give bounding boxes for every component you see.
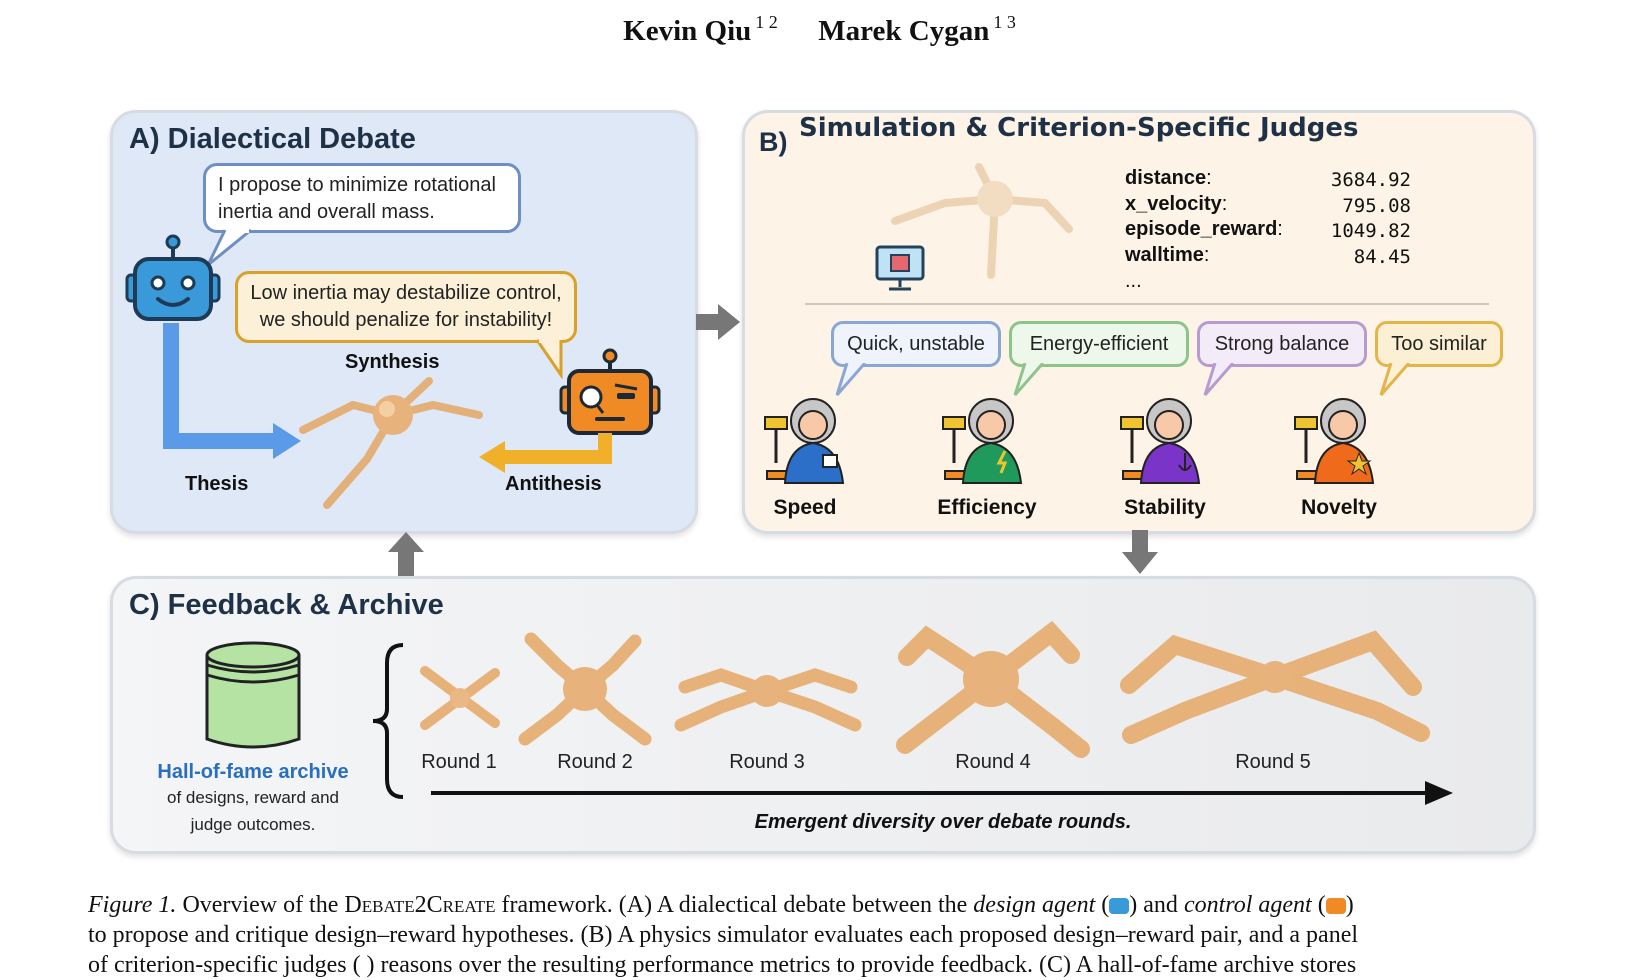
- caption-text: Overview of the: [182, 892, 339, 918]
- thesis-label: Thesis: [185, 473, 249, 495]
- judge-name-efficiency: Efficiency: [937, 496, 1037, 519]
- round-4-creature-image: [896, 620, 1090, 758]
- brace: [372, 643, 404, 799]
- caption-line: of criterion-specific judges ( ) reasons…: [88, 952, 1357, 978]
- panel-title: A) Dialectical Debate: [129, 123, 416, 155]
- metric-name: x_velocity:: [1125, 193, 1228, 215]
- metric-name: episode_reward:: [1125, 218, 1283, 240]
- caption-text: framework. (A) A dialectical debate betw…: [501, 892, 968, 918]
- bubble-line: we should penalize for instability!: [259, 309, 553, 331]
- round-label: Round 3: [729, 751, 805, 773]
- caption-line: to propose and critique design–reward hy…: [88, 922, 1359, 948]
- round-3-creature-image: [674, 668, 862, 732]
- simulated-creature-image: [891, 163, 1073, 279]
- round-label: Round 5: [1235, 751, 1311, 773]
- bubble-tail: [1379, 363, 1411, 396]
- judge-comment-novelty: Too similar: [1375, 321, 1503, 367]
- control-agent-term: control agent: [1183, 892, 1312, 918]
- figure-label: Figure 1.: [88, 892, 177, 918]
- panel-feedback-archive: C) Feedback & Archive Hall-of-fame archi…: [110, 576, 1536, 854]
- bubble-tail: [1013, 363, 1045, 396]
- metric-value: 84.45: [1353, 246, 1411, 268]
- bubble-line: Low inertia may destabilize control,: [250, 282, 562, 304]
- metric-value: 3684.92: [1330, 169, 1411, 191]
- round-label: Round 2: [557, 751, 633, 773]
- judge-speed-icon: [764, 398, 845, 484]
- round-1-creature-image: [420, 666, 500, 730]
- simulator-monitor-icon: [875, 245, 925, 291]
- control-agent-inline-icon: [1325, 898, 1346, 914]
- bubble-tail: [835, 363, 867, 396]
- flow-arrow-right: [696, 304, 740, 340]
- judge-efficiency-icon: [942, 398, 1023, 484]
- figure-caption: Figure 1. Overview of the Debate2Create …: [88, 890, 1558, 980]
- timeline-label: Emergent diversity over debate rounds.: [754, 811, 1132, 833]
- metric-name: distance:: [1125, 167, 1212, 189]
- judge-name-speed: Speed: [773, 496, 837, 519]
- bubble-line: inertia and overall mass.: [218, 201, 435, 223]
- panel-simulation-judges: B) Simulation & Criterion-Specific Judge…: [742, 110, 1536, 534]
- design-agent-inline-icon: [1109, 898, 1130, 914]
- bubble-line: I propose to minimize rotational: [218, 174, 496, 196]
- judge-comment-stability: Strong balance: [1197, 321, 1367, 367]
- author-name: Kevin Qiu: [623, 15, 752, 47]
- author-name: Marek Cygan: [818, 15, 990, 47]
- synthesis-creature-image: [299, 377, 483, 509]
- judge-name-stability: Stability: [1124, 496, 1206, 519]
- flow-arrow-down: [1122, 530, 1158, 574]
- author-affiliation: 1 3: [993, 12, 1016, 32]
- caption-text: and: [1143, 892, 1178, 918]
- antithesis-label: Antithesis: [505, 473, 602, 495]
- antithesis-arrow: [479, 433, 612, 473]
- panel-title-prefix: B): [759, 127, 788, 157]
- design-agent-robot-icon: [125, 234, 221, 321]
- judge-comment-efficiency: Energy-efficient: [1009, 321, 1189, 367]
- control-agent-robot-icon: [559, 348, 661, 435]
- judge-name-novelty: Novelty: [1301, 496, 1377, 519]
- flow-arrow-up: [388, 532, 424, 576]
- synthesis-label: Synthesis: [345, 351, 440, 373]
- timeline-arrow: [431, 781, 1453, 805]
- metric-ellipsis: ...: [1125, 270, 1142, 292]
- panel-title: C) Feedback & Archive: [129, 589, 444, 621]
- archive-description: judge outcomes.: [190, 815, 316, 834]
- judge-stability-icon: [1120, 398, 1201, 484]
- thesis-arrow: [163, 323, 301, 459]
- panel-title: Simulation & Criterion-Specific Judges: [799, 113, 1359, 143]
- judge-novelty-icon: [1294, 398, 1375, 484]
- metric-value: 1049.82: [1330, 220, 1411, 242]
- round-5-creature-image: [1120, 630, 1430, 744]
- divider: [805, 303, 1489, 305]
- control-agent-bubble: Low inertia may destabilize control, we …: [235, 271, 577, 343]
- archive-title: Hall-of-fame archive: [157, 761, 349, 783]
- round-label: Round 1: [421, 751, 497, 773]
- archive-description: of designs, reward and: [167, 788, 339, 807]
- archive-database-icon: [205, 641, 301, 749]
- bubble-tail: [535, 339, 563, 379]
- metric-name: walltime:: [1125, 244, 1210, 266]
- round-2-creature-image: [518, 632, 652, 746]
- design-agent-term: design agent: [973, 892, 1096, 918]
- judge-comment-speed: Quick, unstable: [831, 321, 1001, 367]
- panel-dialectical-debate: A) Dialectical Debate I propose to minim…: [110, 110, 698, 534]
- round-label: Round 4: [955, 751, 1031, 773]
- framework-name: Debate2Create: [344, 892, 496, 918]
- bubble-tail: [1203, 363, 1235, 396]
- design-agent-bubble: I propose to minimize rotational inertia…: [203, 163, 521, 233]
- author-affiliation: 1 2: [755, 12, 778, 32]
- metric-value: 795.08: [1342, 195, 1411, 217]
